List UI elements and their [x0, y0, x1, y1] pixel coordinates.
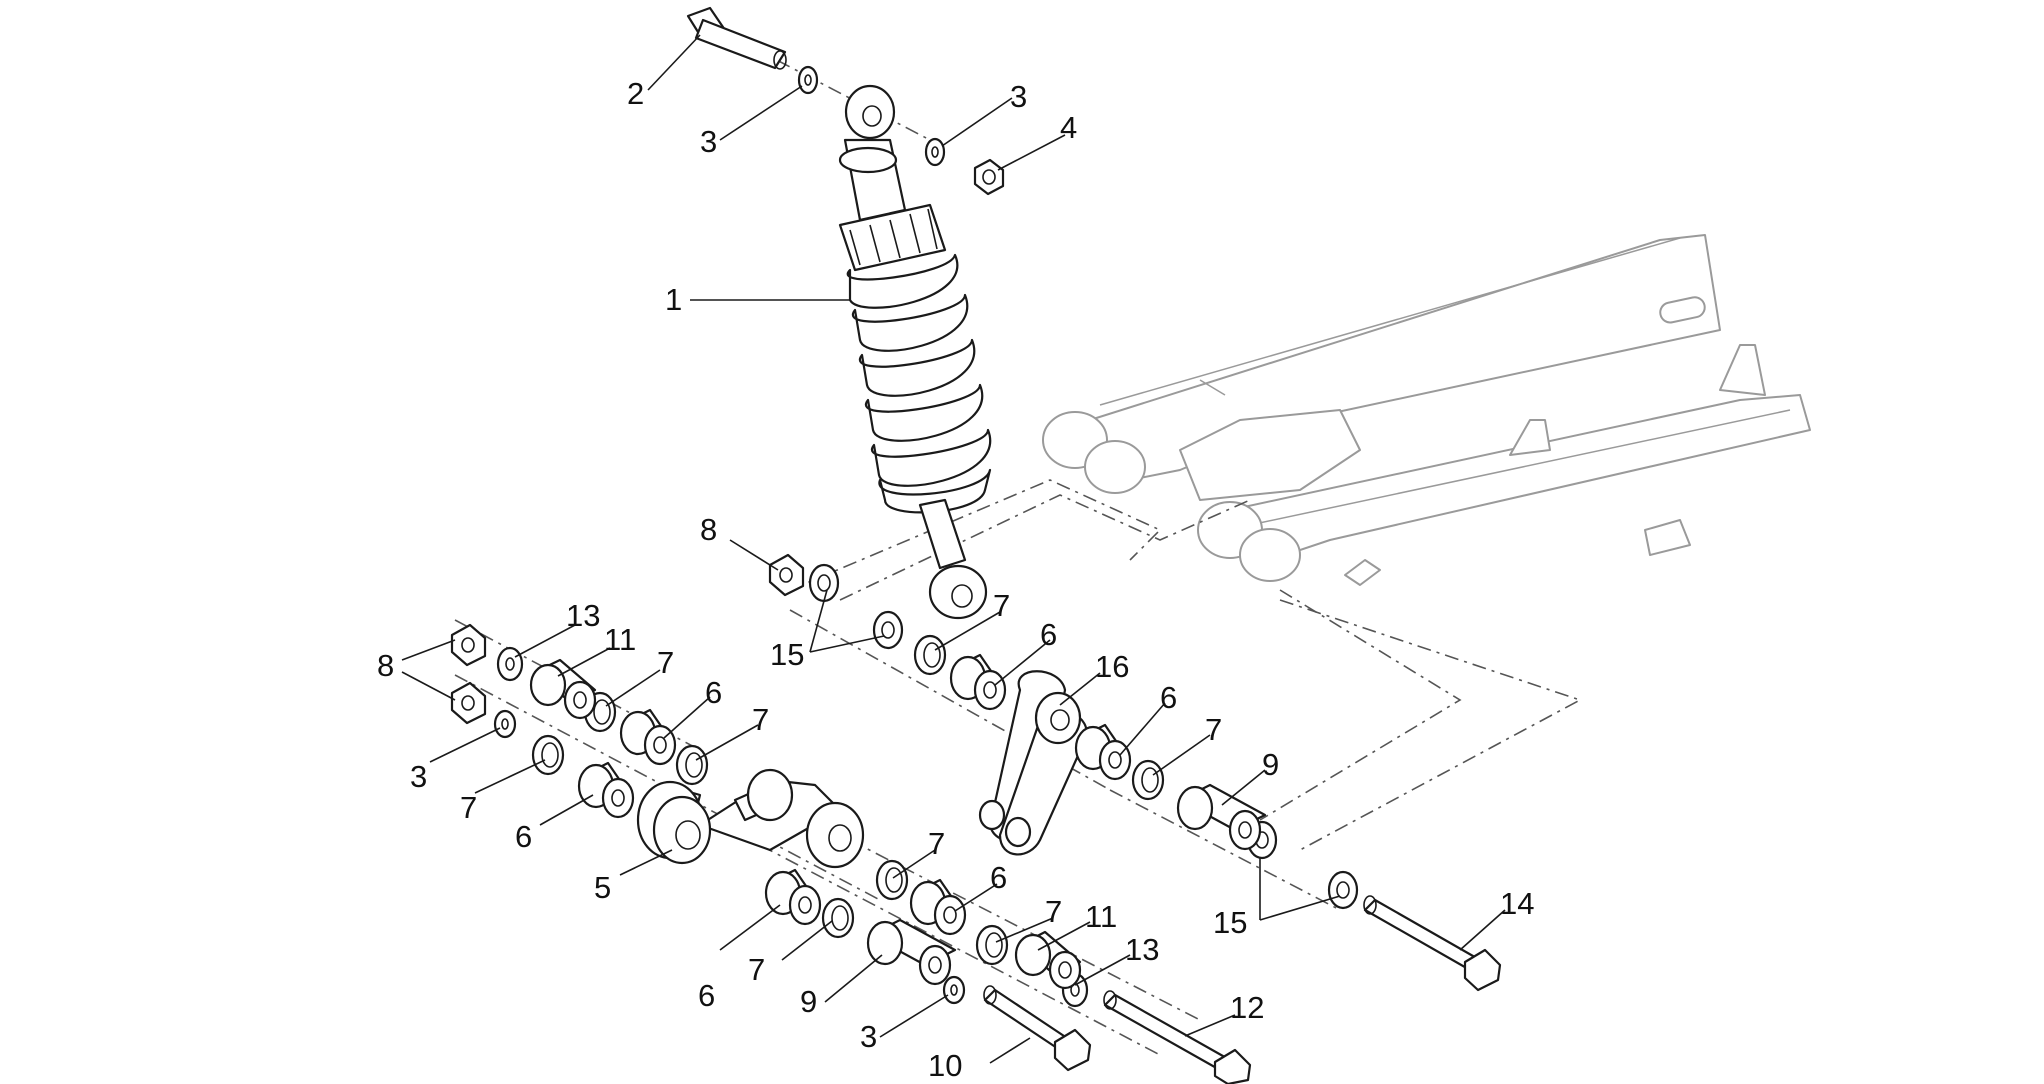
callout-10: 10	[928, 1048, 962, 1083]
callout-11: 11	[1085, 899, 1117, 934]
callout-1: 1	[665, 282, 682, 317]
washer-top-right	[924, 137, 946, 167]
callout-6: 6	[705, 675, 722, 710]
callout-3: 3	[860, 1019, 877, 1054]
rocker-link	[978, 670, 1088, 856]
callout-7: 7	[1045, 894, 1062, 929]
shock-absorber	[838, 84, 992, 620]
callout-6: 6	[1040, 617, 1057, 652]
callout-9: 9	[800, 984, 817, 1019]
callout-6: 6	[515, 819, 532, 854]
bushings	[577, 653, 1132, 936]
nut-shock-bottom	[768, 553, 805, 597]
callout-15: 15	[1213, 905, 1247, 940]
callout-13: 13	[1125, 932, 1159, 967]
callout-7: 7	[657, 645, 674, 680]
callout-3: 3	[1010, 79, 1027, 114]
callout-8: 8	[377, 648, 394, 683]
callout-15: 15	[770, 637, 804, 672]
bolt-10	[983, 985, 1092, 1072]
relay-arm	[636, 768, 865, 869]
callout-14: 14	[1500, 886, 1534, 921]
nut-top	[973, 158, 1005, 196]
callout-7: 7	[993, 588, 1010, 623]
nut-upper-left	[450, 623, 487, 667]
nut-lower-left	[450, 681, 487, 725]
callout-8: 8	[700, 512, 717, 547]
callout-labels: 2 3 3 4 1 8 13 11 8 7 6 7 3 7 6 5 15 7 6…	[377, 76, 1534, 1083]
callout-7: 7	[748, 952, 765, 987]
callout-3: 3	[410, 759, 427, 794]
seal-rings	[531, 634, 1165, 966]
top-bolt	[686, 6, 787, 70]
sleeves	[529, 658, 1267, 990]
callout-7: 7	[752, 702, 769, 737]
leader-lines	[401, 34, 1506, 1064]
washer-top-left	[797, 65, 819, 95]
callout-2: 2	[627, 76, 644, 111]
washers	[493, 563, 1359, 1008]
callout-13: 13	[566, 598, 600, 633]
callout-5: 5	[594, 870, 611, 905]
callout-7: 7	[928, 826, 945, 861]
swingarm	[1042, 234, 1811, 586]
bolt-14	[1363, 895, 1502, 992]
callout-6: 6	[1160, 680, 1177, 715]
callout-12: 12	[1230, 990, 1264, 1025]
callout-9: 9	[1262, 747, 1279, 782]
callout-6: 6	[698, 978, 715, 1013]
callout-16: 16	[1095, 649, 1129, 684]
callout-6: 6	[990, 860, 1007, 895]
callout-7: 7	[1205, 712, 1222, 747]
callout-11: 11	[604, 622, 636, 657]
callout-4: 4	[1060, 110, 1077, 145]
callout-3: 3	[700, 124, 717, 159]
callout-7: 7	[460, 790, 477, 825]
assembly-axes	[454, 19, 1583, 1056]
bolt-12	[1103, 990, 1252, 1084]
